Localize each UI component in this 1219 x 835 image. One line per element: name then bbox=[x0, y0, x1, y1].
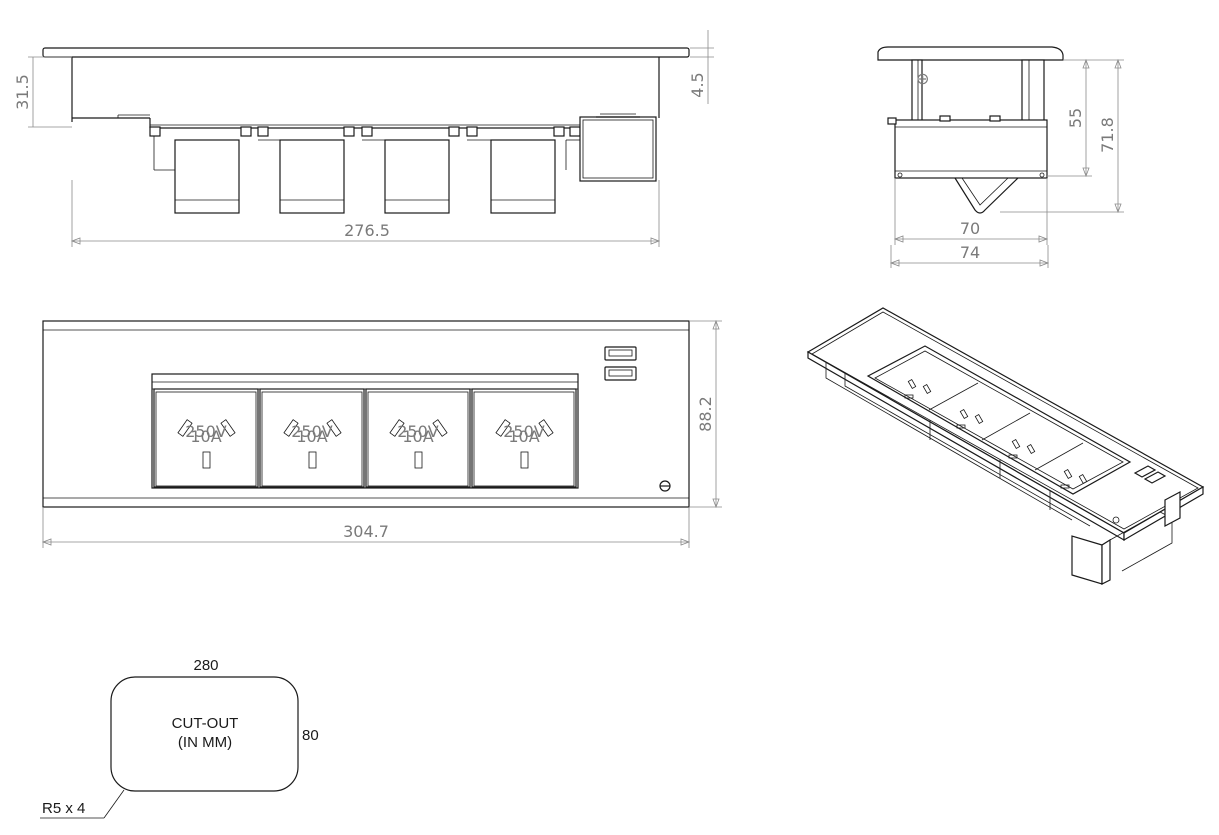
cutout-width-label: 280 bbox=[193, 657, 218, 674]
dim-top-width: 304.7 bbox=[343, 522, 389, 541]
cutout-radius-label: R5 x 4 bbox=[42, 800, 85, 817]
dim-front-height: 31.5 bbox=[13, 74, 32, 110]
svg-text:10A: 10A bbox=[296, 427, 327, 446]
dim-side-total-height: 71.8 bbox=[1098, 117, 1117, 153]
side-top-plate bbox=[877, 46, 1064, 61]
svg-text:10A: 10A bbox=[190, 427, 221, 446]
svg-text:250V: 250V bbox=[397, 422, 439, 441]
svg-text:250V: 250V bbox=[185, 422, 227, 441]
top-view: 250V 10A 250V 10A 250V 10A 25 bbox=[41, 319, 722, 548]
side-view: ⊕ 70 74 55 71.8 bbox=[877, 46, 1124, 268]
dim-front-plate: 4.5 bbox=[688, 72, 707, 97]
svg-text:250V: 250V bbox=[503, 422, 545, 441]
cutout-title-line1: CUT-OUT bbox=[172, 715, 239, 732]
dim-side-outer-width: 74 bbox=[960, 243, 980, 262]
dim-side-inner-height: 55 bbox=[1066, 108, 1085, 128]
svg-text:10A: 10A bbox=[402, 427, 433, 446]
dim-top-height: 88.2 bbox=[696, 396, 715, 432]
front-usb-module bbox=[579, 113, 657, 182]
front-plug-1 bbox=[174, 139, 240, 214]
svg-text:250V: 250V bbox=[291, 422, 333, 441]
socket-4: 250V 10A bbox=[471, 388, 577, 488]
isometric-view bbox=[806, 307, 1205, 585]
socket-1: 250V 10A bbox=[153, 388, 259, 488]
front-plug-4 bbox=[490, 139, 556, 214]
front-view: 276.5 31.5 4.5 bbox=[13, 30, 714, 247]
front-plug-2 bbox=[279, 139, 345, 214]
cutout-outline bbox=[110, 676, 299, 792]
cutout-title-line2: (IN MM) bbox=[178, 734, 232, 751]
svg-text:10A: 10A bbox=[508, 427, 539, 446]
front-top-plate bbox=[42, 47, 690, 58]
socket-3: 250V 10A bbox=[365, 388, 471, 488]
svg-text:⊕: ⊕ bbox=[916, 69, 929, 88]
cutout-diagram: 280 80 CUT-OUT (IN MM) R5 x 4 bbox=[40, 657, 319, 819]
socket-2: 250V 10A bbox=[259, 388, 365, 488]
usb-port-2 bbox=[604, 366, 637, 381]
dim-side-inner-width: 70 bbox=[960, 219, 980, 238]
dim-front-width: 276.5 bbox=[344, 221, 390, 240]
cutout-height-label: 80 bbox=[302, 727, 319, 744]
front-plug-3 bbox=[384, 139, 450, 214]
usb-port-1 bbox=[604, 346, 637, 361]
